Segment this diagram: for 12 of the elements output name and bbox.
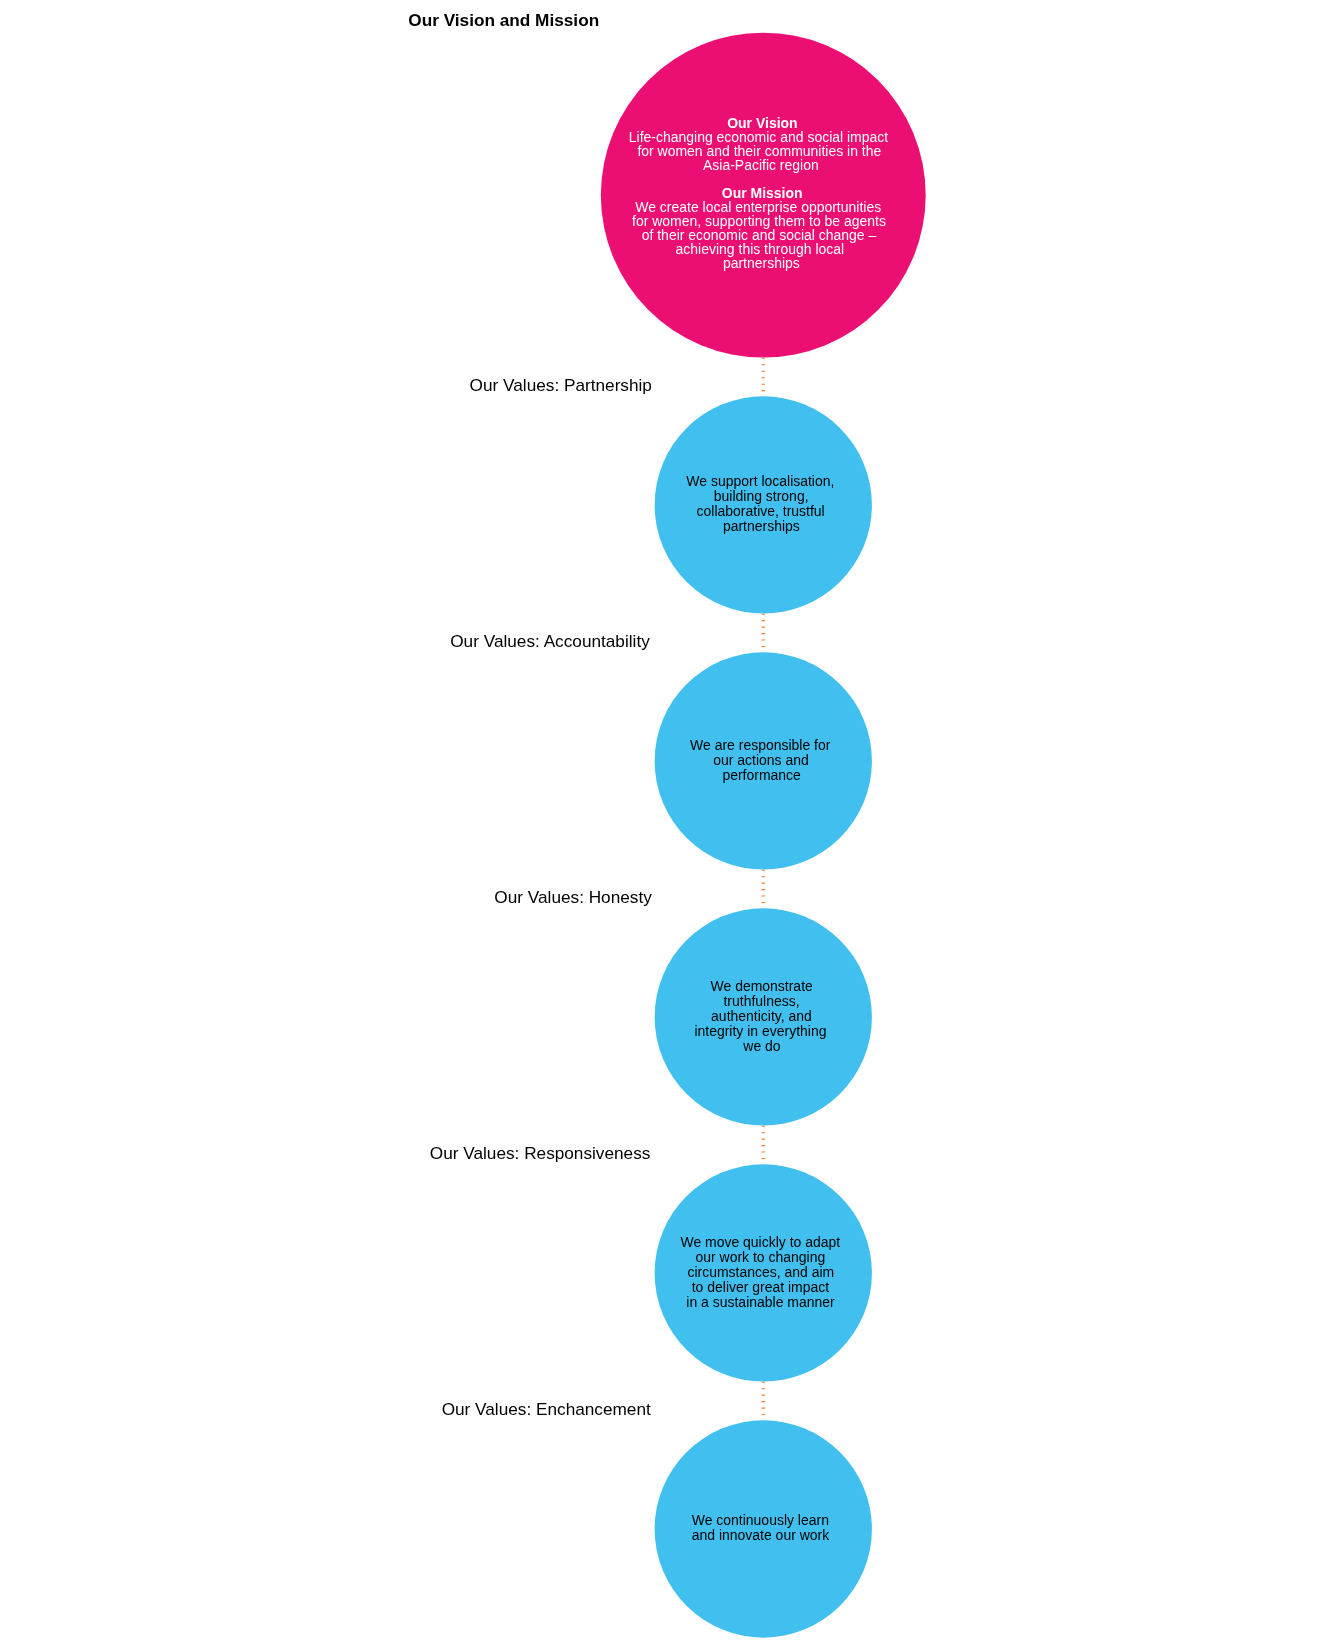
node-circle: We are responsible for our actions and performance — [654, 652, 872, 870]
node-circle: We move quickly to adapt our work to changing circumstances, and aim to deliver great impact in a sustainable manner — [654, 1164, 872, 1382]
node-label: Our Values: Responsiveness — [429, 1142, 650, 1163]
node-label: Our Values: Partnership — [469, 374, 652, 395]
node-circle: We demonstrate truthfulness, authenticity, and integrity in everything we do — [654, 908, 872, 1126]
node-circle: We continuously learn and innovate our work — [654, 1420, 872, 1638]
node-circle: Our Vision Life-changing economic and social impact for women and their communities in the Asia-Pacific region Our Mission We create local enterprise opportunities for women, supporting them to be agents of their economic and social change – achieving this through local partnerships — [600, 32, 926, 358]
node-circle: We support localisation, building strong, collaborative, trustful partnerships — [654, 396, 872, 614]
node-label: Our Vision and Mission — [407, 10, 599, 31]
node-label: Our Values: Honesty — [493, 886, 652, 907]
node-label: Our Values: Accountability — [449, 630, 650, 651]
node-label: Our Values: Enchancement — [441, 1398, 651, 1419]
